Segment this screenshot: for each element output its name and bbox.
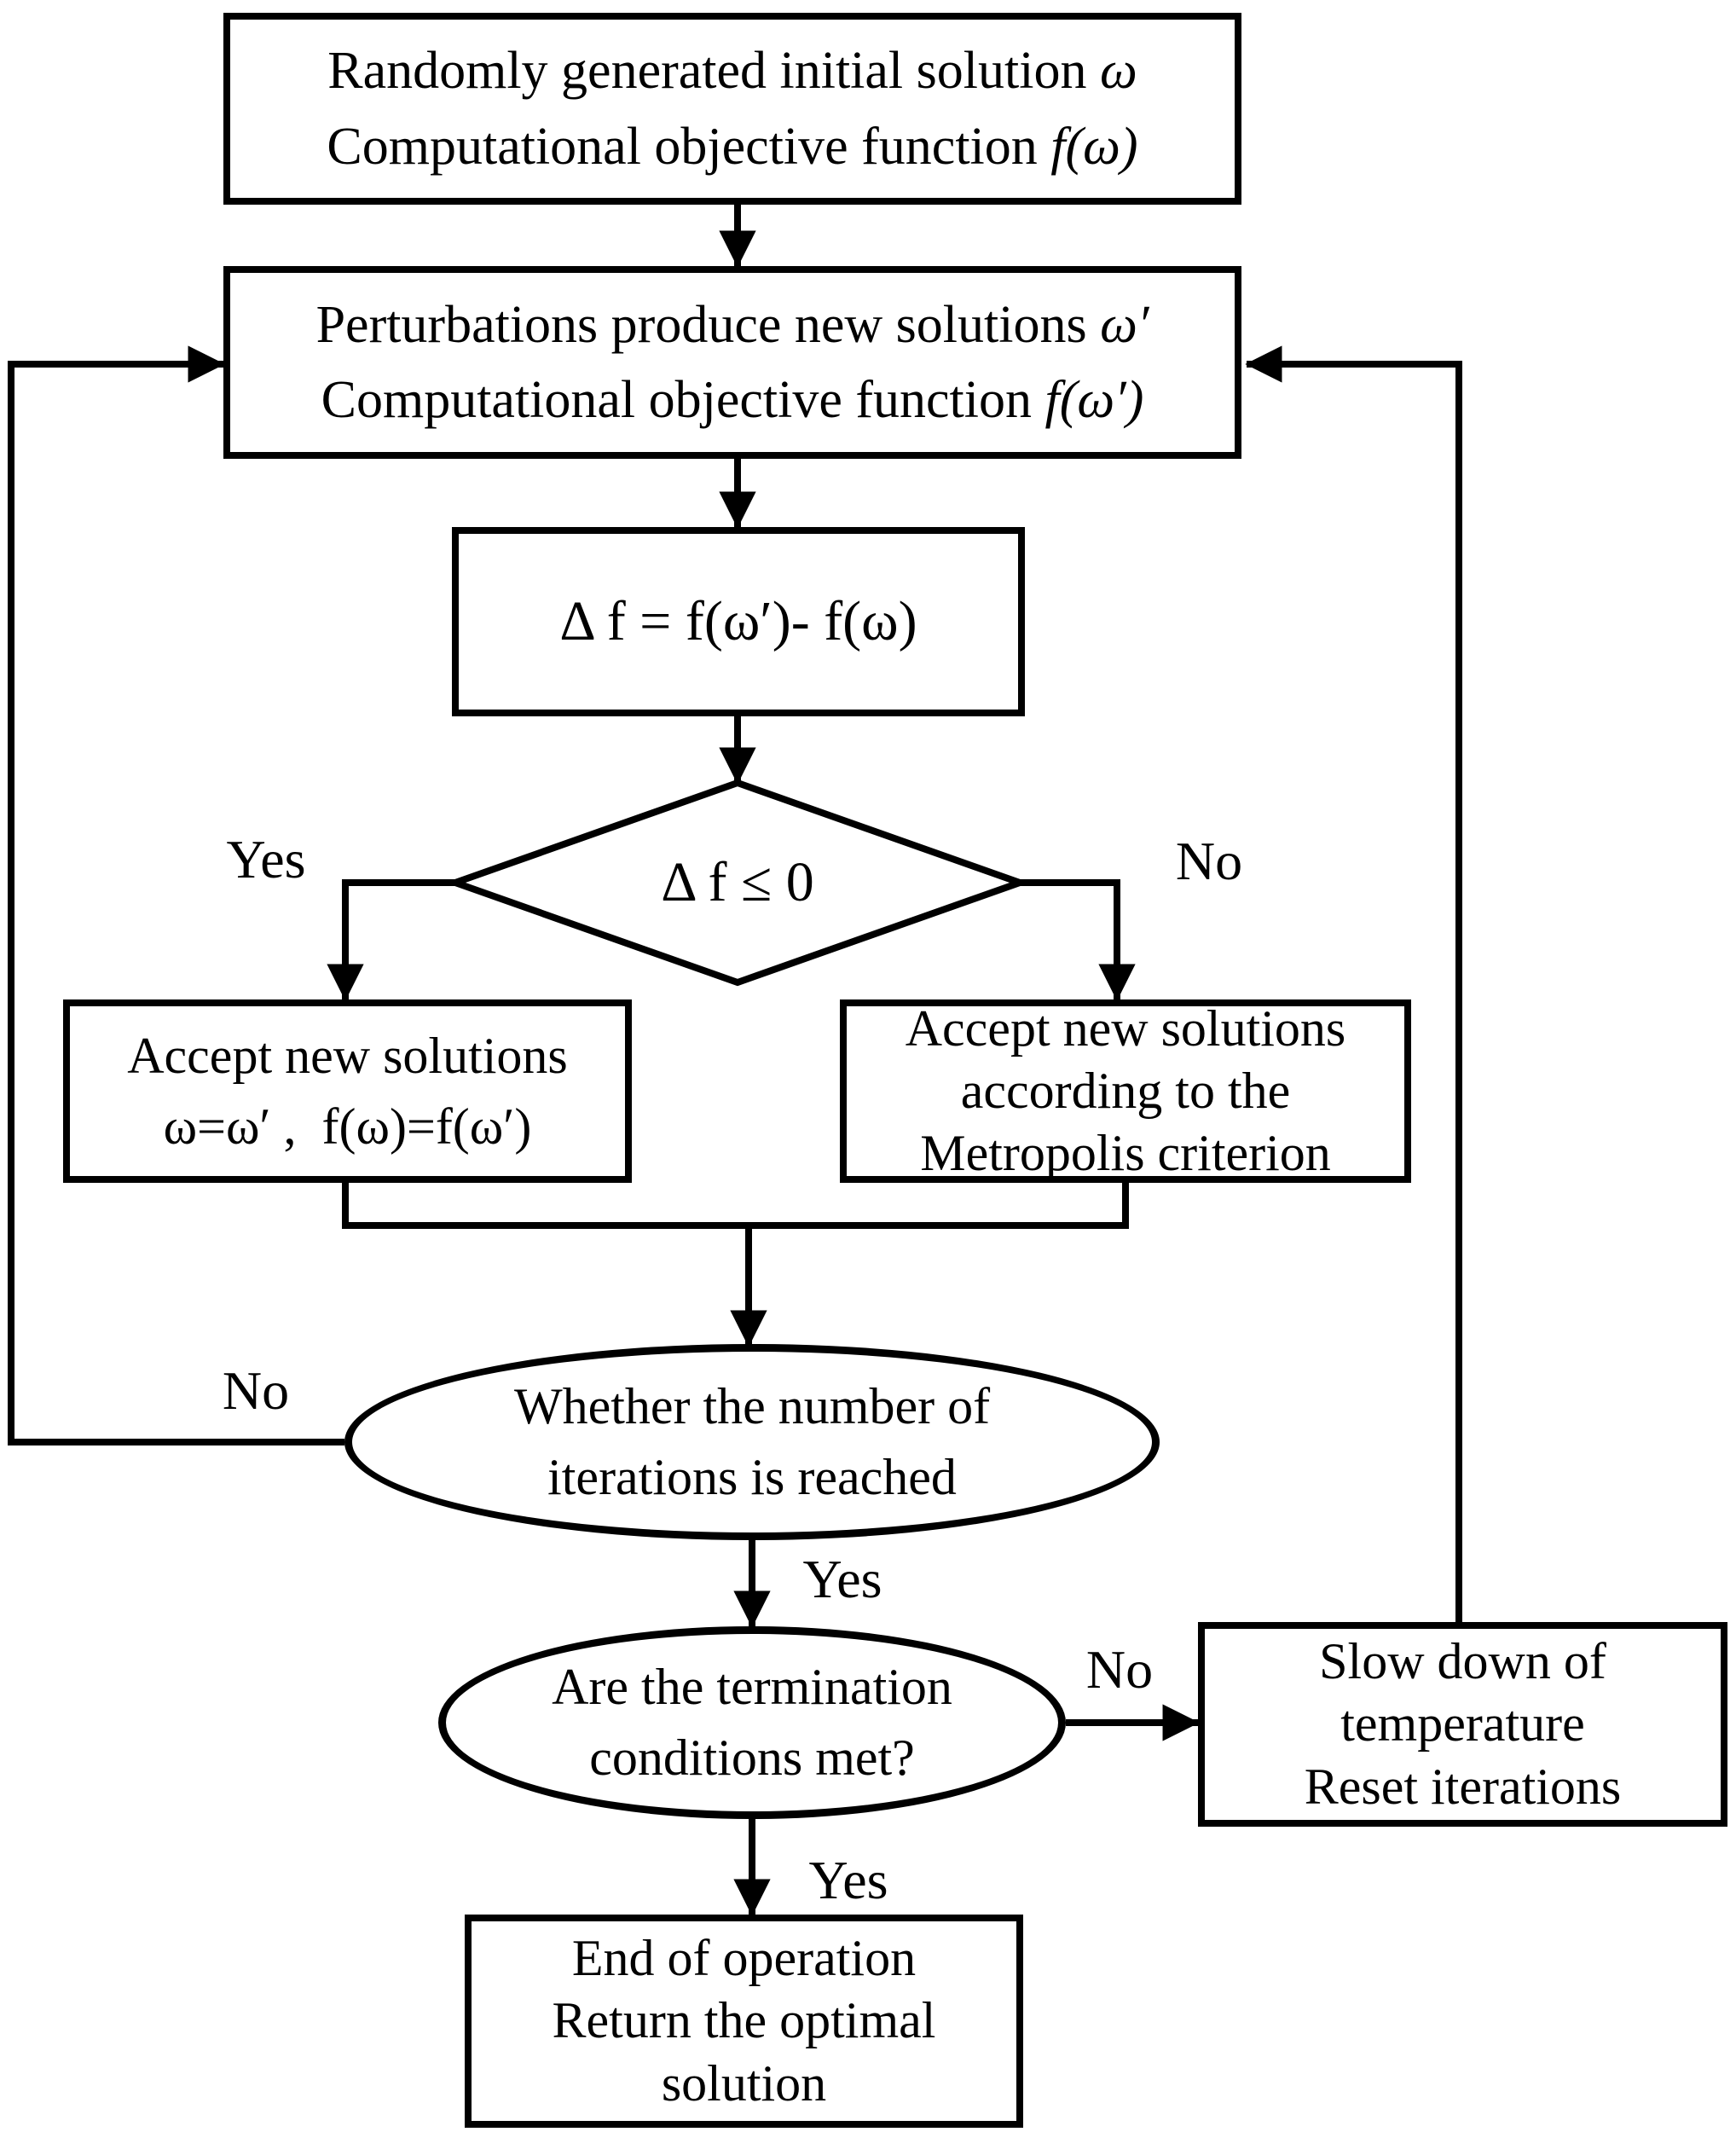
delta-box-formula: Δ f = f(ω′)- f(ω): [559, 590, 917, 652]
iterations-ellipse-line-1: Whether the number of: [513, 1378, 991, 1435]
termination-ellipse-line-1: Are the termination: [552, 1659, 952, 1716]
end-box: End of operation Return the optimal solu…: [465, 1915, 1023, 2128]
delta-box: Δ f = f(ω′)- f(ω): [452, 527, 1025, 716]
metropolis-box-line-1: Accept new solutions: [905, 999, 1346, 1057]
perturb-box-line-1-math: ω′: [1100, 295, 1149, 354]
delta-decision-label: Δ f ≤ 0: [455, 783, 1020, 982]
iterations-ellipse-line-2: iterations is reached: [547, 1449, 957, 1505]
edge-iterations-no-feedback: [8, 345, 344, 1445]
label-iterations-yes: Yes: [802, 1549, 882, 1609]
edge-cooling-feedback: [1245, 345, 1462, 1622]
iterations-ellipse: Whether the number of iterations is reac…: [344, 1344, 1160, 1540]
accept-box-line-2: ω=ω′ , f(ω)=f(ω′): [163, 1098, 532, 1155]
label-delta-yes: Yes: [226, 829, 306, 889]
metropolis-box: Accept new solutions according to the Me…: [840, 999, 1411, 1183]
cooling-box-line-3: Reset iterations: [1304, 1758, 1622, 1815]
end-box-line-2: Return the optimal: [552, 1992, 936, 2049]
cooling-box-line-1: Slow down of: [1319, 1633, 1606, 1690]
perturb-box-line-2: Computational objective function f(ω′): [321, 362, 1144, 437]
perturb-box: Perturbations produce new solutions ω′ C…: [223, 266, 1241, 459]
delta-decision-condition: Δ f ≤ 0: [661, 851, 814, 913]
metropolis-box-line-2: according to the: [960, 1062, 1291, 1119]
termination-ellipse-line-2: conditions met?: [589, 1729, 915, 1786]
init-box-line-1: Randomly generated initial solution ω: [327, 33, 1137, 108]
accept-box: Accept new solutions ω=ω′ , f(ω)=f(ω′): [63, 999, 632, 1183]
perturb-box-line-1: Perturbations produce new solutions ω′: [316, 287, 1149, 362]
end-box-line-3: solution: [661, 2054, 827, 2112]
metropolis-box-line-3: Metropolis criterion: [920, 1125, 1331, 1182]
init-box: Randomly generated initial solution ω Co…: [223, 13, 1241, 205]
init-box-line-2-math: f(ω): [1050, 117, 1138, 176]
edge-decision-yes-to-accept: [327, 879, 455, 1001]
termination-ellipse: Are the termination conditions met?: [438, 1626, 1066, 1819]
accept-box-line-1: Accept new solutions: [127, 1027, 568, 1084]
cooling-box-line-2: temperature: [1340, 1695, 1585, 1753]
edge-decision-no-to-metropolis: [1020, 879, 1136, 1001]
label-termination-no: No: [1085, 1639, 1154, 1700]
perturb-box-line-1-text: Perturbations produce new solutions: [315, 295, 1101, 354]
end-box-line-1: End of operation: [571, 1930, 917, 1987]
init-box-line-1-math: ω: [1099, 42, 1137, 101]
init-box-line-1-text: Randomly generated initial solution: [327, 42, 1100, 101]
edge-merge-connector: [342, 1183, 1129, 1229]
perturb-box-line-2-text: Computational objective function: [321, 371, 1045, 429]
label-iterations-no: No: [222, 1360, 290, 1421]
delta-decision-diamond: [444, 779, 1031, 987]
cooling-box: Slow down of temperature Reset iteration…: [1198, 1622, 1727, 1827]
init-box-line-2: Computational objective function f(ω): [327, 109, 1137, 184]
init-box-line-2-text: Computational objective function: [327, 117, 1051, 176]
label-termination-yes: Yes: [808, 1850, 888, 1910]
label-delta-no: No: [1175, 831, 1243, 891]
perturb-box-line-2-math: f(ω′): [1044, 371, 1144, 429]
